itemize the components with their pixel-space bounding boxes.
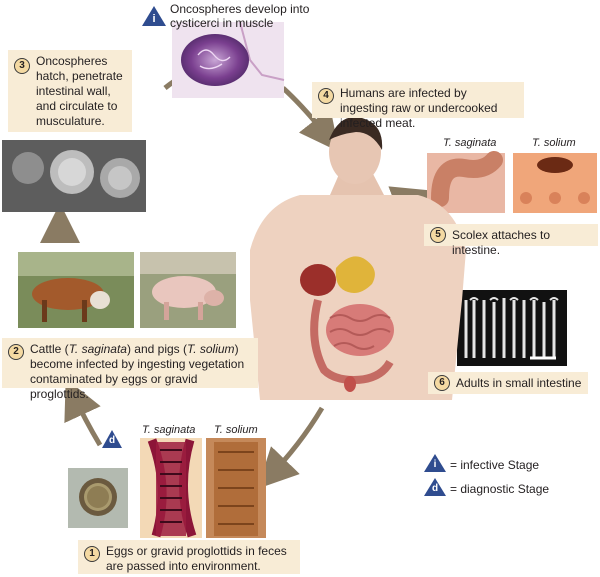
legend-infective-icon — [424, 454, 446, 472]
legend-i-letter: i — [433, 459, 437, 470]
step-2-sag: T. saginata — [68, 342, 127, 356]
step-4-text: Humans are infected by ingesting raw or … — [340, 86, 498, 130]
step-6-number: 6 — [434, 375, 450, 391]
infective-badge-icon — [142, 6, 166, 26]
step-2-text-a: Cattle ( — [30, 342, 69, 356]
scolex-solium-photo — [513, 153, 597, 213]
step-1-text: Eggs or gravid proglottids in feces are … — [106, 544, 287, 573]
diagnostic-badge-letter: d — [108, 435, 116, 446]
human-figure — [250, 116, 466, 400]
infective-badge-letter: i — [152, 13, 156, 25]
step-4-number: 4 — [318, 88, 334, 104]
step-1-box: 1 Eggs or gravid proglottids in feces ar… — [78, 540, 300, 574]
step-2-text-b: ) and pigs ( — [126, 342, 187, 356]
step-5-number: 5 — [430, 227, 446, 243]
cysticercus-muscle-image — [172, 21, 285, 98]
step-2-sol: T. solium — [186, 342, 235, 356]
legend-infective-text: = infective Stage — [450, 458, 540, 472]
step-2-text-c: ) become infected by ingesting vegetatio… — [30, 342, 245, 401]
egg-micrograph — [68, 468, 128, 528]
arrow-human-to-1 — [257, 406, 325, 489]
arrow-1-to-2 — [64, 378, 103, 447]
proglottid-saginata-image — [140, 438, 202, 538]
oncospheres-sem-image — [2, 140, 146, 212]
cysticerci-note: Oncospheres develop into cysticerci in m… — [170, 2, 310, 30]
step-5-text: Scolex attaches to intestine. — [452, 228, 551, 257]
proglottid-solium-image — [206, 438, 266, 538]
pig-photo — [140, 252, 236, 328]
diagnostic-badge-icon — [102, 430, 122, 448]
step-3-number: 3 — [14, 58, 30, 74]
scolex-solium-label: T. solium — [532, 137, 576, 149]
scolex-saginata-label: T. saginata — [443, 137, 497, 149]
proglottid-saginata-label: T. saginata — [142, 424, 196, 436]
step-6-text: Adults in small intestine — [456, 376, 582, 390]
legend-diagnostic-icon — [424, 478, 446, 496]
step-3-text: Oncospheres hatch, penetrate intestinal … — [36, 54, 123, 128]
scolex-saginata-photo — [427, 151, 505, 213]
step-1-number: 1 — [84, 546, 100, 562]
step-2-box: 2 Cattle (T. saginata) and pigs (T. soli… — [2, 338, 258, 401]
adult-worm-photo — [457, 290, 567, 366]
step-3-box: 3 Oncospheres hatch, penetrate intestina… — [8, 50, 132, 132]
legend-d-letter: d — [431, 483, 439, 494]
legend-diagnostic-text: = diagnostic Stage — [450, 482, 550, 496]
step-6-box: 6 Adults in small intestine — [428, 372, 588, 394]
cattle-photo — [18, 252, 134, 328]
step-5-box: 5 Scolex attaches to intestine. — [424, 224, 598, 257]
arrow-top-to-4 — [281, 86, 340, 152]
proglottid-solium-label: T. solium — [214, 424, 258, 436]
step-2-number: 2 — [8, 344, 24, 360]
step-4-box: 4 Humans are infected by ingesting raw o… — [312, 82, 524, 130]
